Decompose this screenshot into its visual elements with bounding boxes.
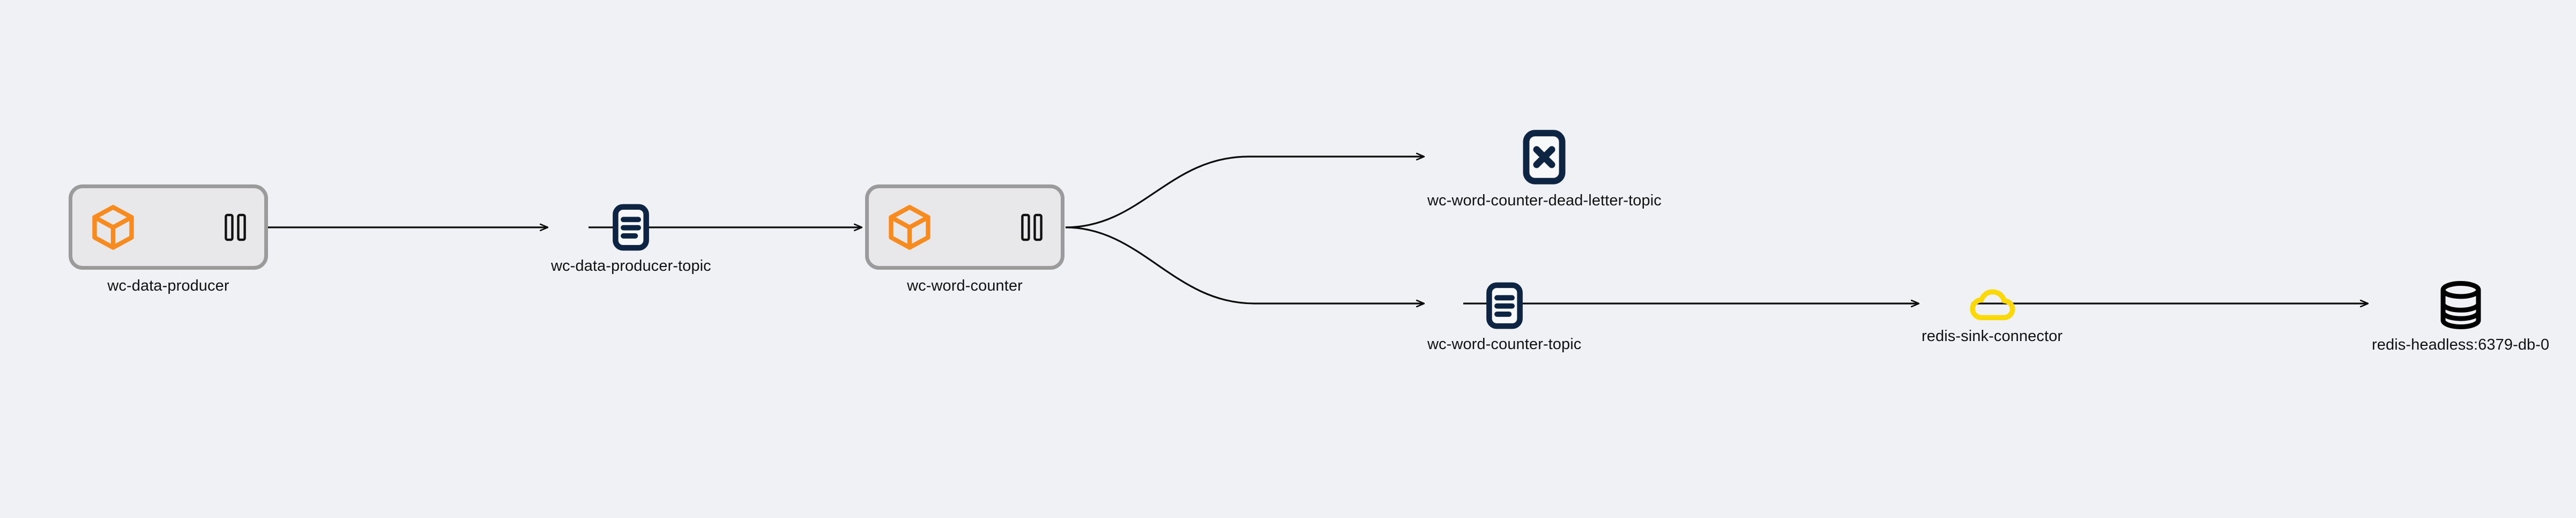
cube-icon	[889, 204, 930, 250]
node-label: wc-word-counter-topic	[1427, 336, 1582, 353]
dead-letter-glyph[interactable]	[1522, 128, 1566, 187]
cloud-icon	[1969, 289, 2015, 321]
connector-glyph[interactable]	[1967, 286, 2017, 322]
app-box[interactable]	[69, 184, 268, 270]
datastore-glyph[interactable]	[2438, 279, 2484, 331]
node-wc-word-counter-dead-letter-topic[interactable]: wc-word-counter-dead-letter-topic	[1427, 128, 1662, 210]
topic-glyph[interactable]	[1486, 281, 1523, 330]
node-wc-data-producer-topic[interactable]: wc-data-producer-topic	[551, 203, 711, 275]
edge-word-counter-to-dead-letter-topic	[1065, 157, 1424, 228]
topic-glyph[interactable]	[612, 203, 650, 252]
pause-icon[interactable]	[224, 212, 247, 242]
node-label: wc-data-producer	[107, 277, 229, 294]
node-wc-word-counter-topic[interactable]: wc-word-counter-topic	[1427, 281, 1581, 353]
topic-icon	[613, 204, 650, 251]
node-label: redis-headless:6379-db-0	[2372, 336, 2550, 353]
pause-icon[interactable]	[1020, 212, 1044, 242]
node-label: redis-sink-connector	[1922, 328, 2063, 345]
node-wc-word-counter[interactable]: wc-word-counter	[865, 184, 1064, 295]
node-label: wc-data-producer-topic	[551, 257, 711, 275]
node-label: wc-word-counter-dead-letter-topic	[1427, 192, 1662, 209]
app-box[interactable]	[865, 184, 1064, 270]
database-icon	[2440, 281, 2481, 329]
node-wc-data-producer[interactable]: wc-data-producer	[69, 184, 268, 295]
topic-icon	[1486, 282, 1523, 329]
node-redis-datastore[interactable]: redis-headless:6379-db-0	[2372, 279, 2549, 354]
node-redis-sink-connector[interactable]: redis-sink-connector	[1922, 286, 2063, 345]
edge-word-counter-to-word-counter-topic	[1065, 226, 1424, 304]
node-label: wc-word-counter	[907, 277, 1023, 294]
dead-letter-icon	[1523, 130, 1566, 184]
cube-icon	[92, 204, 134, 250]
